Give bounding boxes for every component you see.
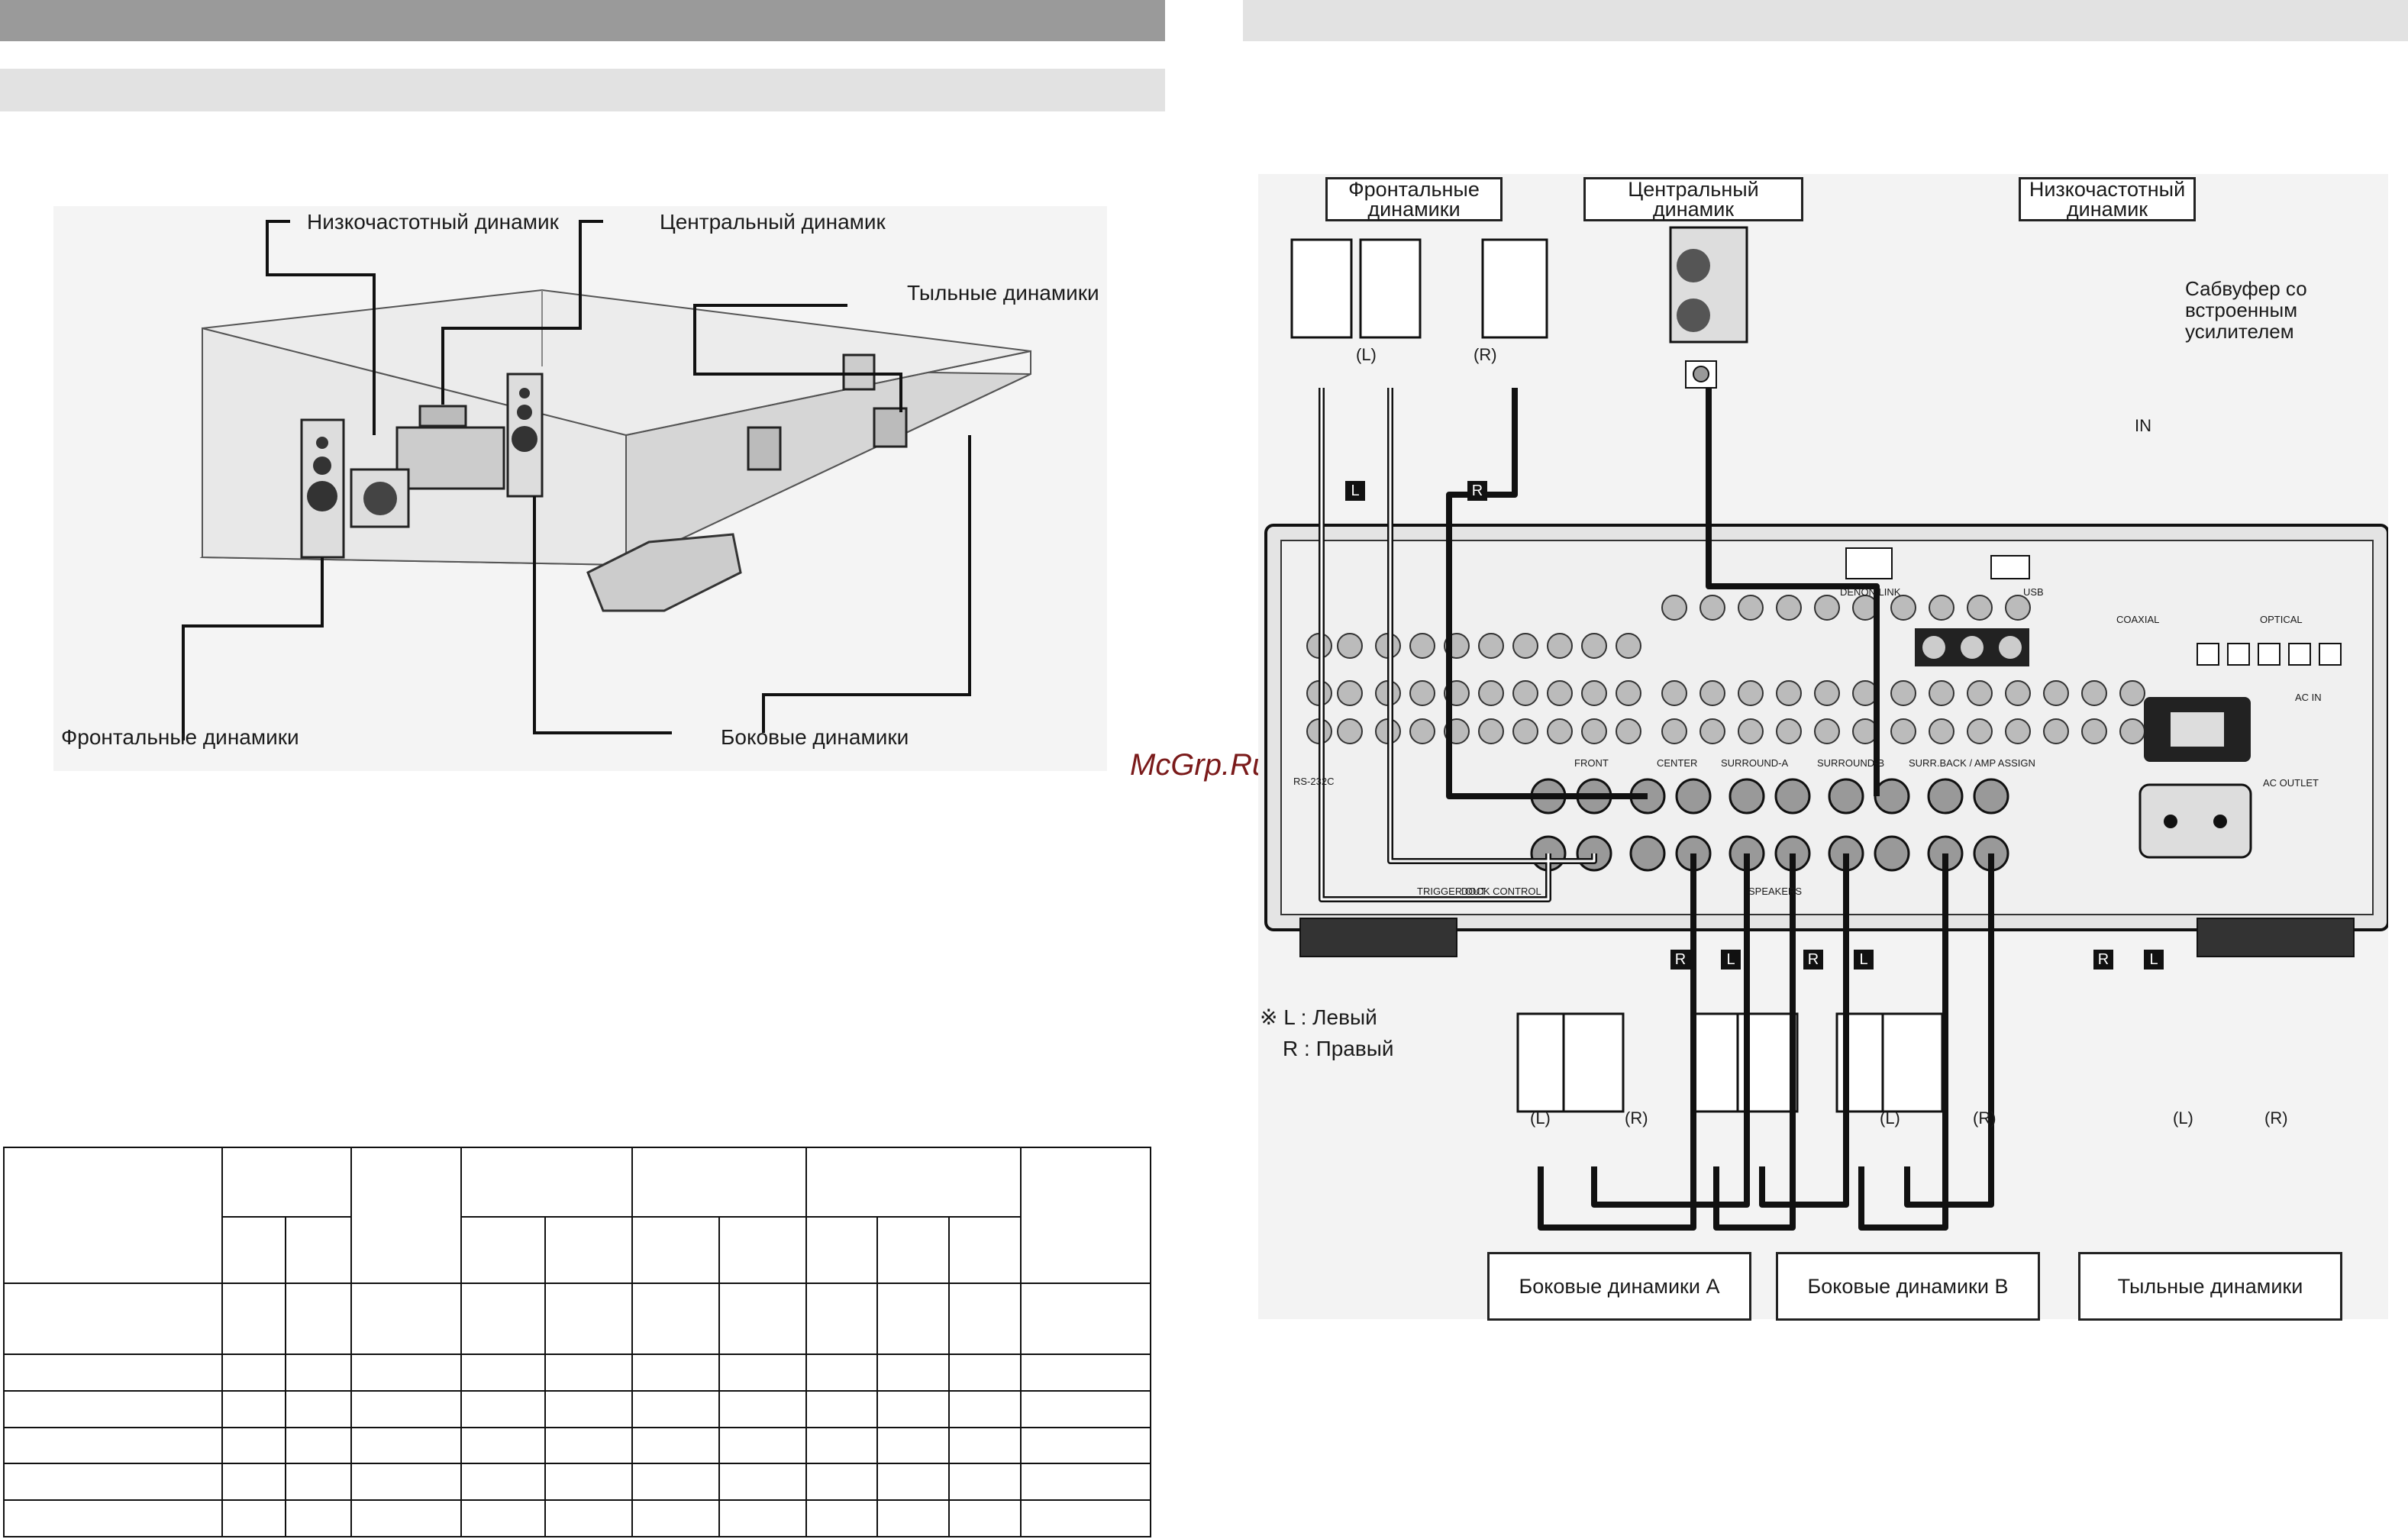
legend-right-text: Правый bbox=[1315, 1037, 1394, 1060]
table-cell bbox=[876, 1216, 951, 1284]
ac-in-label: AC IN bbox=[2295, 692, 2322, 703]
sa-left-mark: (L) bbox=[1530, 1108, 1551, 1128]
table-cell bbox=[460, 1216, 546, 1284]
label-front: Фронтальные динамики bbox=[61, 725, 299, 749]
terminal-front-label: FRONT bbox=[1574, 757, 1609, 769]
table-row bbox=[3, 1426, 1151, 1465]
sofa bbox=[586, 533, 742, 612]
room-right-wall bbox=[625, 350, 1031, 566]
table-row bbox=[3, 1463, 1151, 1502]
label-subwoofer: Низкочастотный динамик bbox=[307, 210, 559, 234]
rear-left-mark: (L) bbox=[2173, 1108, 2193, 1128]
terminal-surr-back-label: SURR.BACK / AMP ASSIGN bbox=[1909, 757, 2035, 769]
subwoofer-desc: Сабвуфер со встроенным усилителем bbox=[2185, 277, 2307, 343]
front-left-speaker-box bbox=[1290, 238, 1548, 339]
side-speaker bbox=[747, 426, 782, 471]
table-row bbox=[3, 1389, 1151, 1428]
wire-tag-L-front: L bbox=[1345, 481, 1365, 501]
sb-left-mark: (L) bbox=[1880, 1108, 1900, 1128]
legend-left-key: L bbox=[1283, 1005, 1295, 1029]
table-cell bbox=[544, 1216, 633, 1284]
center-speaker-label: Центральный динамик bbox=[1583, 177, 1803, 221]
wire-tag-R-front: R bbox=[1467, 481, 1487, 501]
rear-right-mark: (R) bbox=[2264, 1108, 2288, 1128]
rs232c-label: RS-232C bbox=[1293, 776, 1335, 787]
legend-right: R : Правый bbox=[1283, 1037, 1394, 1061]
denon-link-label: DENON LINK bbox=[1840, 586, 1901, 598]
legend-left: ※ L : Левый bbox=[1260, 1005, 1377, 1030]
right-header-bar bbox=[1243, 0, 2408, 41]
table-cell bbox=[805, 1216, 879, 1284]
legend-symbol: ※ bbox=[1260, 1005, 1278, 1029]
receiver-foot-right bbox=[2197, 918, 2355, 957]
table-cell bbox=[3, 1147, 223, 1284]
legend-sep-1: : bbox=[1300, 1005, 1307, 1029]
surround-b-label: Боковые динамики B bbox=[1776, 1252, 2040, 1321]
table-row bbox=[3, 1499, 1151, 1537]
legend-right-key: R bbox=[1283, 1037, 1299, 1060]
terminal-surround-a-label: SURROUND-A bbox=[1721, 757, 1789, 769]
watermark: McGrp.Ru bbox=[1130, 748, 1270, 782]
wire-tag-L-rear: L bbox=[2144, 950, 2164, 970]
sa-right-mark: (R) bbox=[1625, 1108, 1648, 1128]
table-cell bbox=[221, 1216, 287, 1284]
subwoofer-label: Низкочастотный динамик bbox=[2019, 177, 2196, 221]
table-cell bbox=[1020, 1147, 1151, 1284]
wire-tag-R-sb: R bbox=[1803, 950, 1823, 970]
table-cell bbox=[285, 1216, 353, 1284]
wire-tag-L-sb: L bbox=[1854, 950, 1874, 970]
label-rear: Тыльные динамики bbox=[907, 281, 1099, 305]
table-cell bbox=[948, 1216, 1022, 1284]
front-left-mark: (L) bbox=[1356, 345, 1377, 364]
tv-stand bbox=[395, 426, 505, 490]
wire-tag-R-rear: R bbox=[2093, 950, 2113, 970]
coaxial-label: COAXIAL bbox=[2116, 614, 2160, 625]
room-illustration bbox=[53, 206, 1107, 771]
wiring-svg bbox=[1264, 226, 2388, 1231]
dock-control-label: DOCK CONTROL bbox=[1461, 886, 1541, 897]
left-header-bar bbox=[0, 0, 1165, 41]
terminal-surround-b-label: SURROUND-B bbox=[1817, 757, 1885, 769]
table-row bbox=[3, 1282, 1151, 1356]
center-speaker bbox=[418, 405, 467, 428]
receiver-foot-left bbox=[1299, 918, 1457, 957]
rear-speaker-2 bbox=[873, 407, 908, 448]
speakers-label: SPEAKERS bbox=[1748, 886, 1803, 897]
ac-outlet-label: AC OUTLET bbox=[2263, 777, 2319, 789]
table-cell bbox=[631, 1146, 807, 1218]
sub-in-label: IN bbox=[2135, 416, 2151, 435]
optical-label: OPTICAL bbox=[2260, 614, 2303, 625]
wire-tag-R-sa: R bbox=[1670, 950, 1690, 970]
rear-label: Тыльные динамики bbox=[2078, 1252, 2342, 1321]
terminal-center-label: CENTER bbox=[1657, 757, 1698, 769]
legend-left-text: Левый bbox=[1312, 1005, 1377, 1029]
wire-tag-L-sa: L bbox=[1721, 950, 1741, 970]
rear-speaker-1 bbox=[842, 353, 876, 391]
table-cell bbox=[460, 1146, 633, 1218]
table-cell bbox=[718, 1216, 807, 1284]
speaker-config-table bbox=[3, 1146, 1151, 1537]
table-cell bbox=[631, 1216, 720, 1284]
table-cell bbox=[221, 1146, 353, 1218]
front-speakers-label: Фронтальные динамики bbox=[1325, 177, 1503, 221]
legend-sep-2: : bbox=[1304, 1037, 1310, 1060]
table-cell bbox=[350, 1147, 463, 1284]
front-right-mark: (R) bbox=[1474, 345, 1497, 364]
label-center: Центральный динамик bbox=[660, 210, 886, 234]
table-cell bbox=[805, 1146, 1022, 1218]
ac-outlet bbox=[2138, 783, 2252, 859]
left-subheader-bar bbox=[0, 69, 1165, 111]
table-row bbox=[3, 1353, 1151, 1392]
usb-label: USB bbox=[2023, 586, 2044, 598]
trigger-out-label: TRIGGER OUT bbox=[1417, 886, 1486, 897]
surround-a-label: Боковые динамики A bbox=[1487, 1252, 1751, 1321]
sb-right-mark: (R) bbox=[1973, 1108, 1996, 1128]
label-side: Боковые динамики bbox=[721, 725, 909, 749]
